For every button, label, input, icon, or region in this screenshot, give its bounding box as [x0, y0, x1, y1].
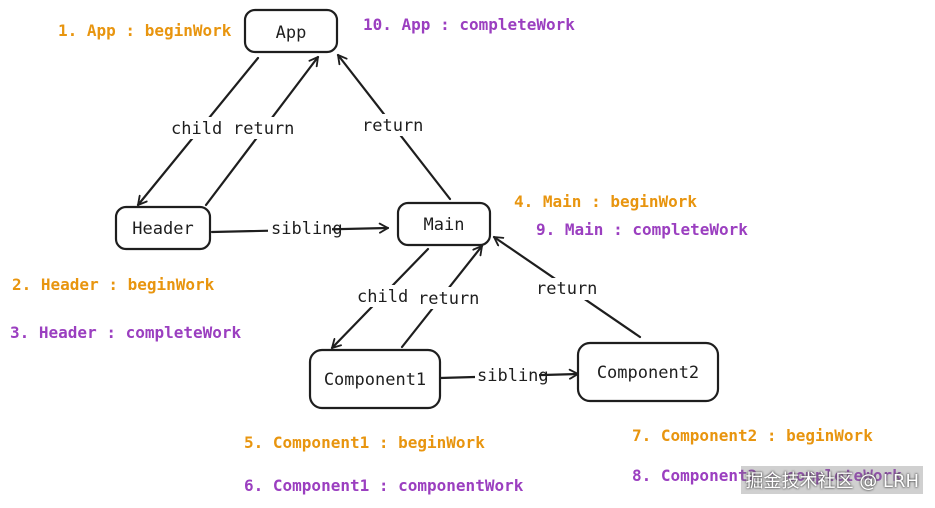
node-label: Component1 [324, 370, 426, 390]
edge-label-child: child [171, 119, 222, 139]
node-app: App [243, 8, 339, 54]
step-10: 10. App : completeWork [363, 15, 575, 34]
step-4: 4. Main : beginWork [514, 192, 697, 211]
node-component1: Component1 [308, 348, 442, 410]
node-main: Main [396, 201, 492, 247]
step-annotations: 1. App : beginWork 10. App : completeWor… [10, 15, 902, 495]
step-6: 6. Component1 : componentWork [244, 476, 524, 495]
step-2: 2. Header : beginWork [12, 275, 215, 294]
step-9: 9. Main : completeWork [536, 220, 748, 239]
step-7: 7. Component2 : beginWork [632, 426, 873, 445]
watermark: 掘金技术社区 @ LRH [741, 466, 923, 494]
node-label: Header [132, 219, 193, 239]
node-component2: Component2 [576, 341, 720, 403]
step-3: 3. Header : completeWork [10, 323, 242, 342]
step-5: 5. Component1 : beginWork [244, 433, 485, 452]
node-header: Header [114, 205, 212, 251]
step-8: 8. Component2 : completeWork [632, 466, 902, 485]
edge-labels: child return return sibling child return… [168, 114, 598, 387]
edge-label-child: child [357, 287, 408, 307]
edge-label-sibling: sibling [271, 219, 343, 239]
edge-label-return: return [536, 279, 597, 299]
node-label: Main [424, 215, 465, 235]
step-1: 1. App : beginWork [58, 21, 232, 40]
edge-label-sibling: sibling [477, 366, 549, 386]
node-label: App [276, 23, 307, 43]
edge-label-return: return [418, 289, 479, 309]
edge-label-return: return [362, 116, 423, 136]
node-label: Component2 [597, 363, 699, 383]
edge-label-return: return [233, 119, 294, 139]
